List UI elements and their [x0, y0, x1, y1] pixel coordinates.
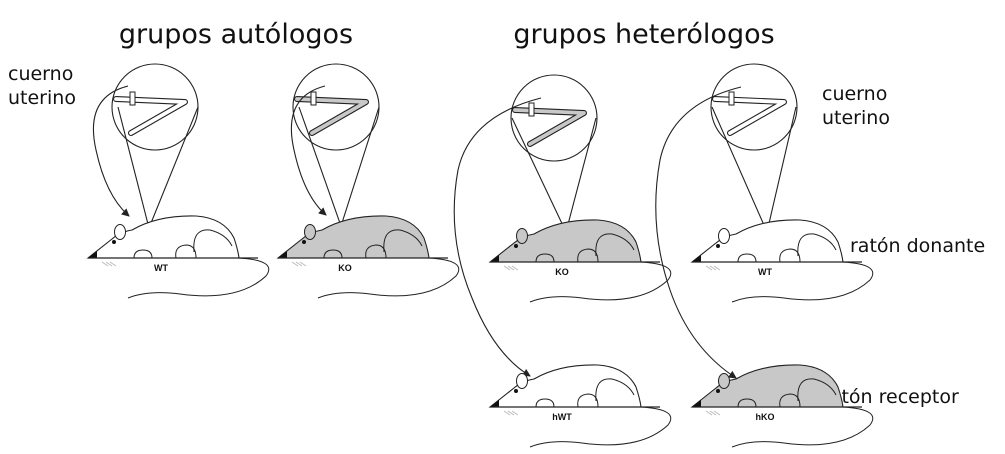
recipient-mouse-hwt	[490, 365, 671, 447]
mouse-label-hwt: hWT	[552, 412, 572, 422]
uterine-horn-label-left-2: uterino	[8, 87, 76, 109]
autologous-groups-title: grupos autólogos	[119, 19, 353, 50]
mouse-label-wt-2: WT	[758, 267, 772, 277]
uterine-horn-magnifier-3	[511, 75, 597, 161]
heterologous-ko-group: KO hWT	[454, 75, 671, 447]
mouse-label-wt-1: WT	[154, 263, 168, 273]
uterine-horn-magnifier-2	[293, 64, 379, 150]
donor-mouse-wt-1	[88, 216, 269, 298]
heterologous-groups-title: grupos heterólogos	[513, 19, 774, 50]
mouse-label-ko-2: KO	[555, 267, 569, 277]
uterine-horn-label-right-1: cuerno	[822, 83, 887, 105]
mouse-label-hko: hKO	[756, 412, 775, 422]
autologous-ko-group: KO	[278, 64, 459, 298]
uterine-horn-label-right-2: uterino	[822, 107, 890, 129]
mouse-label-ko-1: KO	[338, 263, 352, 273]
uterine-horn-label-left-1: cuerno	[8, 63, 73, 85]
donor-mouse-ko-2	[490, 220, 671, 302]
donor-mouse-wt-2	[692, 220, 873, 302]
uterine-horn-magnifier-4	[711, 64, 797, 150]
donor-mouse-label: ratón donante	[850, 235, 985, 257]
uterine-horn-magnifier-1	[112, 64, 198, 150]
autologous-wt-group: WT	[88, 64, 269, 298]
donor-mouse-ko-1	[278, 216, 459, 298]
